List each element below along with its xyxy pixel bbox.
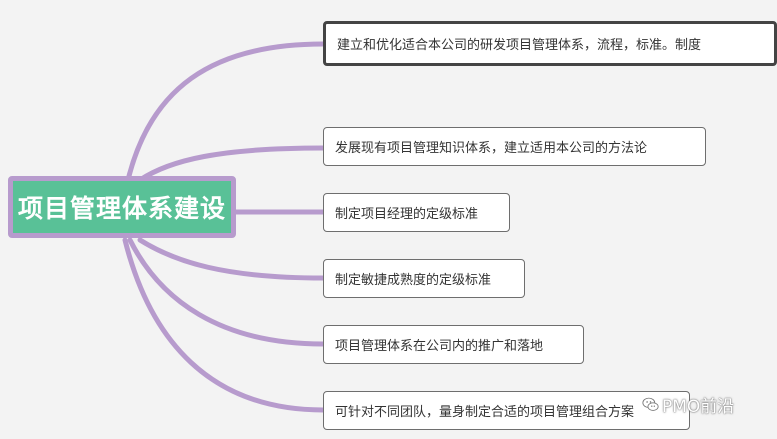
root-topic-label: 项目管理体系建设 (17, 194, 226, 223)
wechat-icon (642, 397, 659, 411)
root-topic[interactable]: 项目管理体系建设 (8, 176, 236, 238)
branch-topic-5[interactable]: 项目管理体系在公司内的推广和落地 (323, 325, 584, 364)
branch-topic-2[interactable]: 发展现有项目管理知识体系，建立适用本公司的方法论 (323, 127, 706, 166)
branch-topic-label: 制定敏捷成熟度的定级标准 (335, 273, 492, 288)
branch-topic-1[interactable]: 建立和优化适合本公司的研发项目管理体系，流程，标准。制度 (323, 21, 777, 66)
branch-topic-6[interactable]: 可针对不同团队，量身制定合适的项目管理组合方案 (323, 391, 690, 430)
branch-topic-label: 发展现有项目管理知识体系，建立适用本公司的方法论 (335, 141, 648, 156)
branch-topic-label: 建立和优化适合本公司的研发项目管理体系，流程，标准。制度 (337, 38, 702, 53)
branch-topic-label: 可针对不同团队，量身制定合适的项目管理组合方案 (335, 405, 635, 420)
branch-topic-label: 项目管理体系在公司内的推广和落地 (335, 339, 544, 354)
edge-5 (127, 237, 326, 347)
branch-topic-3[interactable]: 制定项目经理的定级标准 (323, 193, 510, 232)
edge-4 (137, 237, 326, 281)
edge-2 (137, 145, 326, 183)
branch-topic-label: 制定项目经理的定级标准 (335, 207, 479, 222)
watermark: PMO前沿 (642, 392, 734, 417)
edge-1 (125, 41, 326, 183)
branch-topic-4[interactable]: 制定敏捷成熟度的定级标准 (323, 259, 525, 298)
watermark-text: PMO前沿 (662, 397, 735, 417)
edge-6 (122, 237, 326, 413)
